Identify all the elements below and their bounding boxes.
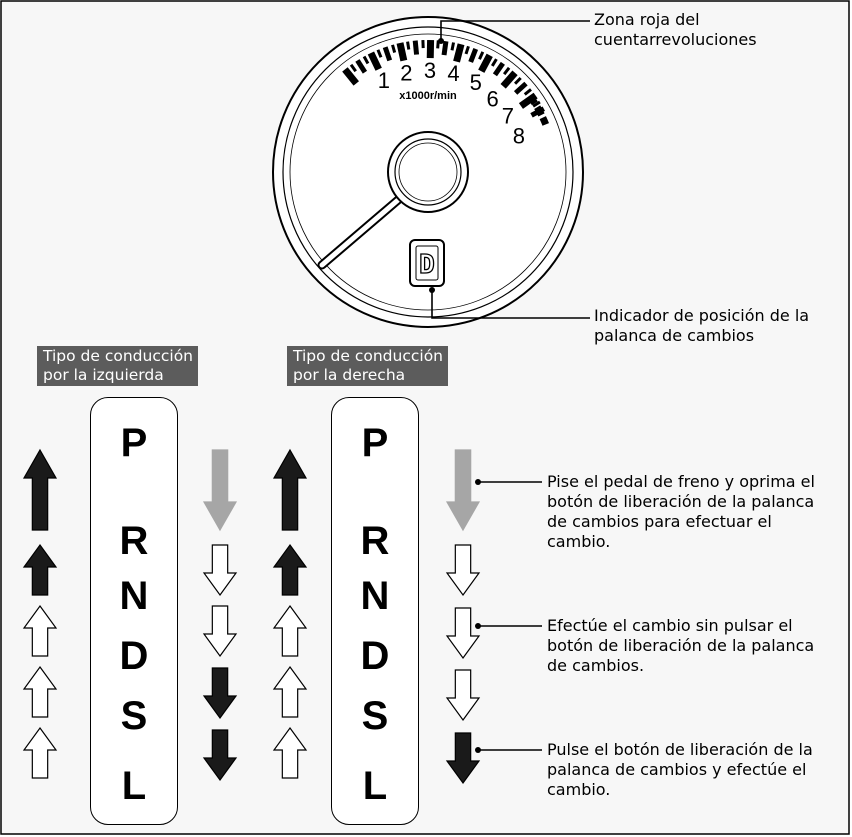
rpm-number-6: 6 [486,86,498,111]
tick-mark [396,42,408,62]
tick-mark [406,41,411,50]
tick-mark [376,49,383,58]
arrow-down-dark [202,667,238,720]
red-zone-segment [528,96,538,106]
arrow-down-dark [202,729,238,782]
gear-s: S [120,694,148,738]
tachometer-ticks [342,39,545,118]
arrow-up-white [22,726,58,779]
tick-mark [490,58,498,67]
arrow-down-dark [445,732,481,785]
right-hand-drive-label: Tipo de conducción por la derecha [287,346,448,386]
tick-mark [342,67,359,86]
tick-mark [464,45,470,55]
red-zone-segment [539,116,549,126]
gear-l: L [121,764,147,808]
tick-mark [523,88,532,96]
tick-mark [513,81,528,95]
rpm-unit-label: x1000r/min [399,90,457,102]
gear-p: P [120,421,148,465]
tick-mark [453,43,465,63]
callout-press-button: Pulse el botón de liberación de la palan… [547,740,813,799]
leader-lines [431,20,590,319]
gear-r: R [360,519,390,563]
rpm-number-7: 7 [502,103,514,128]
tick-mark [478,53,493,73]
gear-selector-right: P R N D S L [331,397,419,825]
red-zone-segment [534,105,545,117]
gear-p: P [361,421,389,465]
tick-mark [349,63,357,73]
shift-arrows [22,448,481,785]
arrow-down-white [445,544,481,597]
arrow-down-white [445,669,481,722]
arrow-up-white [22,665,58,718]
tick-mark [513,76,522,85]
rpm-number-5: 5 [470,70,482,95]
callout-brake-and-button: Pise el pedal de freno y oprima el botón… [547,472,815,551]
arrow-down-white [445,607,481,660]
tachometer-needle [319,197,401,268]
red-zone-marks [528,96,549,126]
left-hand-drive-label: Tipo de conducción por la izquierda [37,346,198,386]
rpm-number-3: 3 [424,58,436,83]
arrow-down-white [202,605,238,658]
callout-gear-indicator: Indicador de posición de la palanca de c… [594,306,810,345]
arrow-down-gray-long [445,449,481,532]
arrow-up-dark [22,543,58,596]
tick-mark [391,44,397,53]
callout-red-zone: Zona roja del cuentarrevoluciones [594,10,757,49]
rpm-number-1: 1 [378,68,390,93]
tick-mark [500,70,518,89]
tick-mark [532,100,541,108]
tick-mark [468,48,479,63]
gear-n: N [119,574,149,618]
gear-d: D [119,634,149,678]
gear-l: L [362,764,388,808]
arrow-down-gray-long [202,449,238,532]
tick-mark [355,59,368,74]
arrow-up-white [272,604,308,657]
tick-mark [502,66,511,76]
arrow-down-white [202,544,238,597]
arrow-up-white [272,726,308,779]
gear-display-letter: D [419,250,435,280]
arrow-up-white [22,604,58,657]
gear-n: N [360,574,390,618]
rpm-number-4: 4 [447,61,459,86]
tick-mark [362,55,370,65]
tick-mark [367,51,382,71]
arrow-up-dark-long [22,448,58,531]
rpm-number-8: 8 [513,123,525,148]
tick-mark [412,40,420,55]
gear-s: S [361,694,389,738]
gear-selector-left: P R N D S L [90,397,178,825]
callout-no-button: Efectúe el cambio sin pulsar el botón de… [547,616,815,675]
arrow-up-dark [272,543,308,596]
gear-r: R [119,519,149,563]
tick-mark [492,61,505,77]
tick-mark [450,42,456,51]
rpm-number-2: 2 [400,60,412,85]
arrow-up-dark-long [272,448,308,531]
gear-d: D [360,634,390,678]
arrow-up-white [272,665,308,718]
tick-mark [441,40,449,56]
tick-mark [382,46,393,62]
tick-mark [478,51,485,60]
